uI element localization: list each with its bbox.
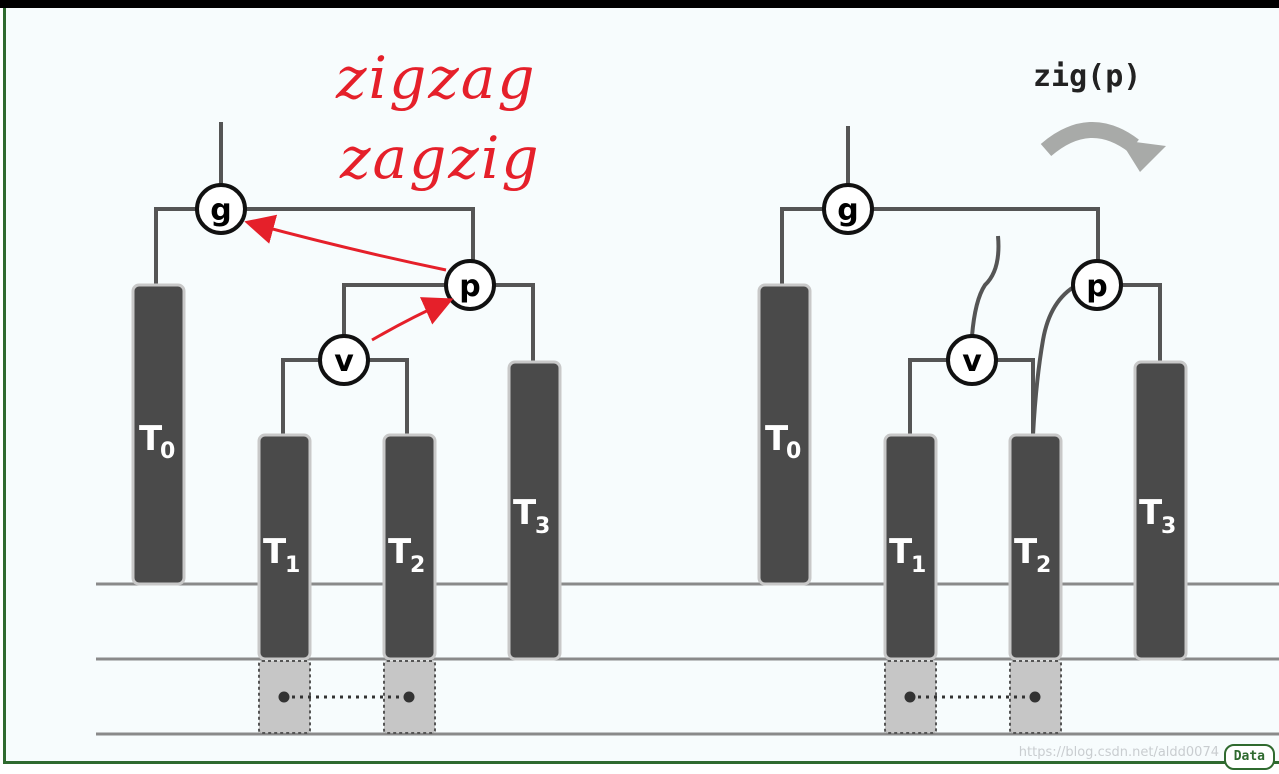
top-bar xyxy=(0,0,1279,8)
right-node-g: g xyxy=(822,183,874,235)
edge-p-children xyxy=(342,283,535,362)
node-label: g xyxy=(837,193,858,228)
subtree-index: 2 xyxy=(410,553,425,578)
right-subtree-t3: T 3 xyxy=(1133,360,1188,661)
subtree-letter: T xyxy=(765,419,789,459)
right-subtree-t1: T 1 xyxy=(883,433,938,661)
right-node-p: p xyxy=(1071,259,1123,311)
subtree-index: 0 xyxy=(160,439,175,464)
operation-label: zig(p) xyxy=(1033,59,1141,94)
right-subtree-t0: T 0 xyxy=(757,283,812,586)
left-subtree-t3: T 3 xyxy=(507,360,562,661)
subtree-letter: T xyxy=(139,419,163,459)
subtree-letter: T xyxy=(889,532,913,572)
edge-t2-to-p xyxy=(1031,283,1079,436)
left-node-p: p xyxy=(444,259,496,311)
right-node-v: v xyxy=(946,334,998,386)
right-diagram: T 0 T 1 T 2 T 3 g xyxy=(757,59,1188,734)
left-node-g: g xyxy=(195,183,247,235)
node-label: v xyxy=(334,344,354,379)
node-label: p xyxy=(1086,269,1107,304)
edge-p-right xyxy=(1121,283,1162,362)
subtree-index: 1 xyxy=(911,553,926,578)
edge-g-children xyxy=(780,207,1100,285)
edge-v-new-parent xyxy=(970,235,1001,337)
left-subtree-t0: T 0 xyxy=(131,283,186,586)
edge-g-children xyxy=(154,207,475,285)
subtree-letter: T xyxy=(263,532,287,572)
node-label: g xyxy=(210,193,231,228)
subtree-letter: T xyxy=(1139,493,1163,533)
data-tab[interactable]: Data xyxy=(1223,744,1275,770)
subtree-letter: T xyxy=(1014,532,1038,572)
left-node-v: v xyxy=(318,334,370,386)
subtree-index: 3 xyxy=(1161,514,1176,539)
subtree-index: 0 xyxy=(786,439,801,464)
subtree-index: 1 xyxy=(285,553,300,578)
arrow-v-to-p xyxy=(371,297,454,342)
arrow-p-to-g xyxy=(244,214,447,272)
node-label: v xyxy=(962,344,982,379)
left-subtree-t1: T 1 xyxy=(257,433,312,661)
watermark: https://blog.csdn.net/aldd0074 xyxy=(1018,745,1219,760)
left-subtree-t2: T 2 xyxy=(382,433,437,661)
handwritten-zagzig: zagzig xyxy=(339,124,541,192)
node-label: p xyxy=(459,269,480,304)
subtree-letter: T xyxy=(388,532,412,572)
left-extension xyxy=(258,660,436,734)
subtree-index: 2 xyxy=(1036,553,1051,578)
subtree-letter: T xyxy=(513,493,537,533)
left-diagram: T 0 T 1 T 2 T 3 g xyxy=(131,44,562,734)
right-extension xyxy=(884,660,1062,734)
subtree-index: 3 xyxy=(535,514,550,539)
red-annotation-arrows xyxy=(244,214,454,342)
right-subtree-t2: T 2 xyxy=(1008,433,1063,661)
rotate-clockwise-icon xyxy=(1040,121,1166,172)
handwritten-zigzag: zigzag xyxy=(335,44,537,112)
